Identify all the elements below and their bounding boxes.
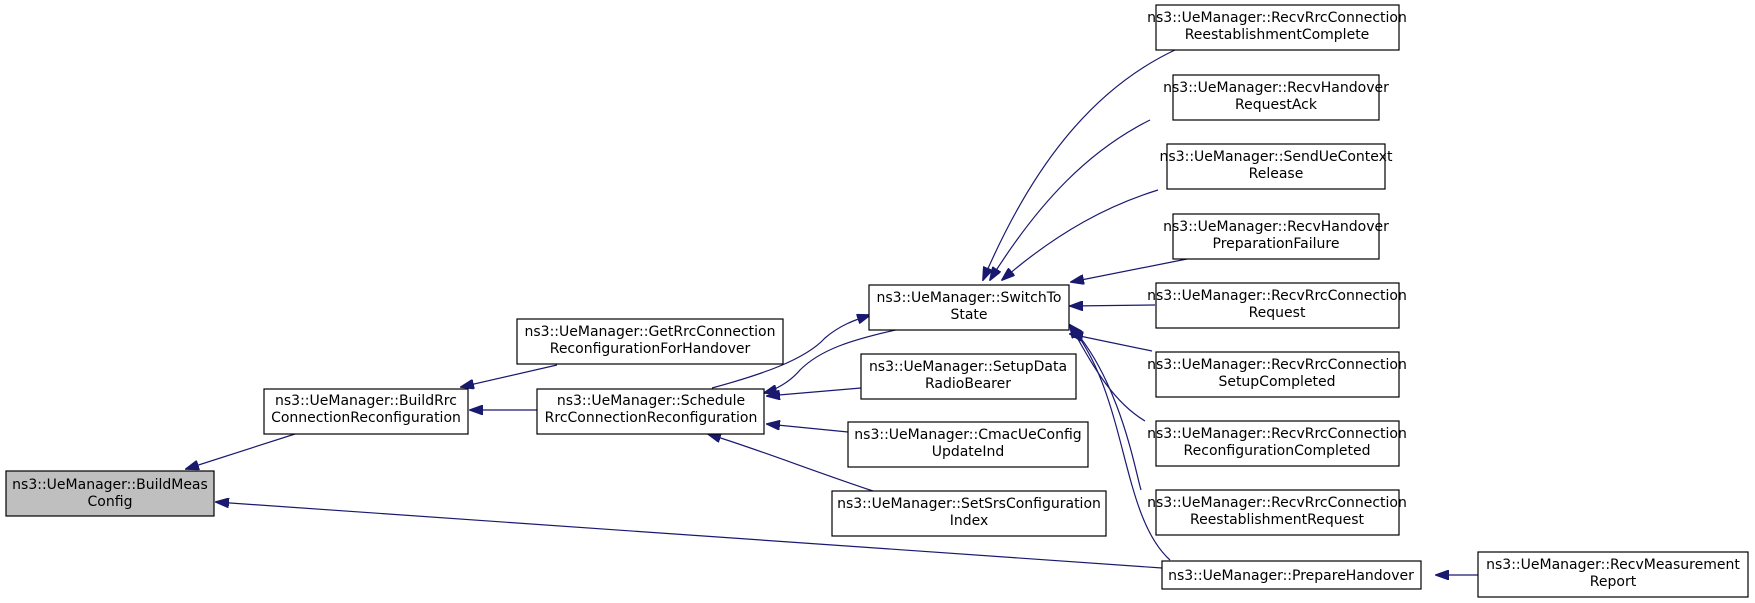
- svg-text:ns3::UeManager::GetRrcConnecti: ns3::UeManager::GetRrcConnection: [525, 324, 776, 340]
- svg-text:ns3::UeManager::PrepareHandove: ns3::UeManager::PrepareHandover: [1168, 568, 1414, 584]
- node-recv-rrc-connection-reestablishment-complete[interactable]: ns3::UeManager::RecvRrcConnection Reesta…: [1147, 4, 1407, 51]
- edge-setup-completed-to-switch-state: [1070, 334, 1153, 352]
- svg-text:ns3::UeManager::SetSrsConfigur: ns3::UeManager::SetSrsConfiguration: [837, 496, 1101, 512]
- svg-text:RrcConnectionReconfiguration: RrcConnectionReconfiguration: [545, 410, 758, 426]
- svg-text:Config: Config: [88, 494, 133, 510]
- edge-cmac-to-schedule: [767, 424, 849, 433]
- node-send-ue-context-release[interactable]: ns3::UeManager::SendUeContext Release: [1160, 143, 1393, 190]
- svg-text:SetupCompleted: SetupCompleted: [1218, 374, 1335, 390]
- node-get-rrc-connection-reconfiguration-for-handover[interactable]: ns3::UeManager::GetRrcConnection Reconfi…: [516, 318, 784, 365]
- svg-text:PreparationFailure: PreparationFailure: [1213, 236, 1340, 252]
- svg-text:Report: Report: [1590, 574, 1637, 590]
- svg-text:Release: Release: [1249, 166, 1304, 182]
- svg-text:RadioBearer: RadioBearer: [925, 376, 1011, 392]
- svg-text:ns3::UeManager::RecvHandover: ns3::UeManager::RecvHandover: [1163, 219, 1389, 235]
- svg-text:ns3::UeManager::RecvHandover: ns3::UeManager::RecvHandover: [1163, 80, 1389, 96]
- edge-conn-request-to-switch-state: [1070, 305, 1156, 306]
- svg-text:Index: Index: [950, 513, 989, 529]
- svg-text:ns3::UeManager::SetupData: ns3::UeManager::SetupData: [869, 359, 1067, 375]
- svg-text:ReconfigurationCompleted: ReconfigurationCompleted: [1184, 443, 1371, 459]
- svg-text:ns3::UeManager::BuildRrc: ns3::UeManager::BuildRrc: [275, 393, 457, 409]
- svg-text:Request: Request: [1249, 305, 1306, 321]
- node-recv-rrc-connection-reestablishment-request[interactable]: ns3::UeManager::RecvRrcConnection Reesta…: [1147, 489, 1407, 536]
- node-recv-rrc-connection-reconfiguration-completed[interactable]: ns3::UeManager::RecvRrcConnection Reconf…: [1147, 420, 1407, 467]
- node-recv-measurement-report[interactable]: ns3::UeManager::RecvMeasurement Report: [1477, 551, 1749, 598]
- edge-prep-failure-to-switch-state: [1071, 258, 1188, 282]
- edge-prepare-handover-to-switch-state: [1070, 325, 1171, 561]
- edge-setup-data-to-schedule: [767, 387, 862, 396]
- svg-text:ReconfigurationForHandover: ReconfigurationForHandover: [550, 341, 751, 357]
- svg-text:ns3::UeManager::RecvRrcConnect: ns3::UeManager::RecvRrcConnection: [1147, 288, 1407, 304]
- edge-reest-request-to-switch-state: [1070, 325, 1142, 491]
- svg-text:ns3::UeManager::RecvRrcConnect: ns3::UeManager::RecvRrcConnection: [1147, 357, 1407, 373]
- svg-text:ns3::UeManager::SwitchTo: ns3::UeManager::SwitchTo: [877, 290, 1062, 306]
- svg-text:ReestablishmentRequest: ReestablishmentRequest: [1190, 512, 1365, 528]
- node-setup-data-radio-bearer[interactable]: ns3::UeManager::SetupData RadioBearer: [860, 353, 1077, 400]
- node-cmac-ue-config-update-ind[interactable]: ns3::UeManager::CmacUeConfig UpdateInd: [847, 421, 1089, 468]
- edge-send-release-to-switch-state: [1002, 189, 1159, 280]
- svg-text:ns3::UeManager::SendUeContext: ns3::UeManager::SendUeContext: [1160, 149, 1393, 165]
- graph-edges: [186, 49, 1478, 575]
- svg-text:ns3::UeManager::RecvRrcConnect: ns3::UeManager::RecvRrcConnection: [1147, 10, 1407, 26]
- svg-text:RequestAck: RequestAck: [1235, 97, 1318, 113]
- edge-reest-complete-to-switch-state: [983, 49, 1176, 280]
- node-recv-handover-request-ack[interactable]: ns3::UeManager::RecvHandover RequestAck: [1163, 74, 1389, 121]
- node-build-rrc-connection-reconfiguration[interactable]: ns3::UeManager::BuildRrc ConnectionRecon…: [263, 388, 469, 435]
- svg-text:ns3::UeManager::CmacUeConfig: ns3::UeManager::CmacUeConfig: [854, 427, 1081, 443]
- svg-text:ns3::UeManager::BuildMeas: ns3::UeManager::BuildMeas: [12, 477, 208, 493]
- edge-set-srs-to-schedule: [708, 434, 874, 492]
- node-recv-rrc-connection-setup-completed[interactable]: ns3::UeManager::RecvRrcConnection SetupC…: [1147, 351, 1407, 398]
- edge-build-rrc-to-build-meas: [186, 433, 296, 469]
- node-switch-to-state[interactable]: ns3::UeManager::SwitchTo State: [868, 284, 1070, 331]
- node-prepare-handover[interactable]: ns3::UeManager::PrepareHandover: [1161, 560, 1422, 590]
- edge-prepare-handover-to-build-meas: [216, 502, 1163, 569]
- svg-text:ns3::UeManager::Schedule: ns3::UeManager::Schedule: [557, 393, 745, 409]
- svg-text:State: State: [950, 307, 987, 323]
- edge-get-rrc-handover-to-build-rrc: [461, 364, 558, 387]
- node-build-meas-config[interactable]: ns3::UeManager::BuildMeas Config: [5, 470, 215, 517]
- svg-text:ReestablishmentComplete: ReestablishmentComplete: [1185, 27, 1370, 43]
- edge-switch-state-to-schedule: [764, 328, 901, 393]
- svg-text:ns3::UeManager::RecvMeasuremen: ns3::UeManager::RecvMeasurement: [1486, 557, 1740, 573]
- node-schedule-rrc-connection-reconfiguration[interactable]: ns3::UeManager::Schedule RrcConnectionRe…: [536, 388, 765, 435]
- edge-schedule-to-switch-state: [711, 315, 870, 389]
- node-recv-rrc-connection-request[interactable]: ns3::UeManager::RecvRrcConnection Reques…: [1147, 282, 1407, 329]
- edge-handover-ack-to-switch-state: [990, 119, 1151, 280]
- node-set-srs-configuration-index[interactable]: ns3::UeManager::SetSrsConfiguration Inde…: [831, 490, 1107, 537]
- svg-text:ns3::UeManager::RecvRrcConnect: ns3::UeManager::RecvRrcConnection: [1147, 495, 1407, 511]
- node-recv-handover-preparation-failure[interactable]: ns3::UeManager::RecvHandover Preparation…: [1163, 213, 1389, 260]
- svg-text:ns3::UeManager::RecvRrcConnect: ns3::UeManager::RecvRrcConnection: [1147, 426, 1407, 442]
- svg-text:UpdateInd: UpdateInd: [932, 444, 1005, 460]
- graph-nodes: ns3::UeManager::BuildMeas Config ns3::Ue…: [5, 4, 1749, 598]
- svg-text:ConnectionReconfiguration: ConnectionReconfiguration: [271, 410, 461, 426]
